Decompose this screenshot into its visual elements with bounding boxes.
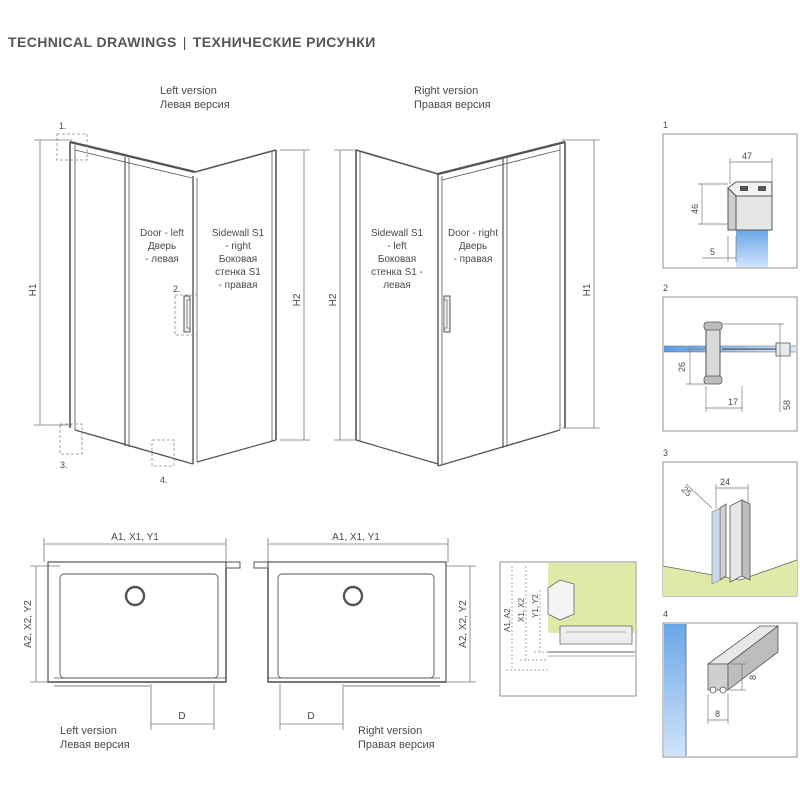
detail-3-dim-width: 24 xyxy=(720,477,730,487)
h2-label-left: H2 xyxy=(292,293,303,306)
detail-4-dim-width: 8 xyxy=(715,709,720,719)
right-version-title-en: Right version xyxy=(414,85,478,97)
header-title-en: TECHNICAL DRAWINGS xyxy=(8,34,177,50)
plan-left-version: A1, X1, Y1 A2, X2, Y2 D Left version Лев… xyxy=(23,532,241,751)
plan-left-width-label: A1, X1, Y1 xyxy=(111,532,159,543)
plan-left-title-en: Left version xyxy=(60,725,117,737)
sidewall-panel-right xyxy=(194,149,277,463)
callout-2: 2. xyxy=(173,284,181,294)
header-separator: | xyxy=(182,34,187,50)
plan-right-title-ru: Правая версия xyxy=(358,739,435,751)
door-left-label-1: Door - left xyxy=(140,228,184,239)
shower-tray-right xyxy=(253,561,447,687)
detail-1-dim-height: 46 xyxy=(690,204,700,214)
plan-right-title-en: Right version xyxy=(358,725,422,737)
detail-4-dim-height: 8 xyxy=(748,675,758,680)
detail-2-dim-a: 26 xyxy=(677,362,687,372)
plan-right-depth-label: A2, X2, Y2 xyxy=(458,600,469,648)
h1-label-right: H1 xyxy=(582,283,593,296)
callout-1: 1. xyxy=(59,121,67,131)
plan-left-title-ru: Левая версия xyxy=(60,739,130,751)
corner-label-y: Y1, Y2 xyxy=(531,594,540,618)
detail-4-number: 4 xyxy=(663,609,668,619)
header-title-ru: ТЕХНИЧЕСКИЕ РИСУНКИ xyxy=(192,34,376,50)
sidewall-left-label-3: Боковая xyxy=(378,254,416,265)
detail-2-dim-c: 58 xyxy=(782,400,792,410)
sidewall-left-label-1: Sidewall S1 xyxy=(371,228,424,239)
plan-right-width-label: A1, X1, Y1 xyxy=(332,532,380,543)
h2-label-right: H2 xyxy=(328,293,339,306)
h2-dimension-right xyxy=(334,149,358,441)
h1-dimension-left xyxy=(34,139,72,426)
plan-left-depth-dimension xyxy=(30,565,60,683)
sidewall-right-label-1: Sidewall S1 xyxy=(212,228,265,239)
sidewall-left-label-4: стенка S1 - xyxy=(371,267,423,278)
plan-right-door-label: D xyxy=(307,711,314,722)
plan-right-depth-dimension xyxy=(446,565,476,683)
door-panel-right xyxy=(437,140,566,467)
door-left-label-3: - левая xyxy=(145,254,179,265)
right-version-title-ru: Правая версия xyxy=(414,99,491,111)
sidewall-panel-left xyxy=(355,149,439,465)
detail-3-seal: 3 24 25 xyxy=(662,448,798,597)
right-version-elevation: Right version Правая версия H2 xyxy=(328,85,600,467)
left-version-title-en: Left version xyxy=(160,85,217,97)
callout-3: 3. xyxy=(60,460,68,470)
detail-1-dim-gap: 5 xyxy=(710,247,715,257)
left-version-elevation: Left version Левая версия H1 xyxy=(28,85,310,485)
h2-dimension-left xyxy=(280,149,310,441)
plan-right-door-dimension xyxy=(279,684,344,730)
h1-dimension-right xyxy=(562,139,600,429)
door-right-label-2: Дверь xyxy=(459,241,487,252)
door-right-label-3: - правая xyxy=(454,254,493,265)
sidewall-left-label-2: - left xyxy=(387,241,407,252)
sidewall-right-label-4: стенка S1 xyxy=(215,267,261,278)
detail-3-number: 3 xyxy=(663,448,668,458)
callout-boxes xyxy=(56,133,198,467)
door-left-label-2: Дверь xyxy=(148,241,176,252)
detail-1-number: 1 xyxy=(663,120,668,130)
h1-label-left: H1 xyxy=(28,283,39,296)
detail-4-bottom-seal: 4 8 8 xyxy=(662,609,798,758)
sidewall-right-label-2: - right xyxy=(225,241,251,252)
detail-1-dim-width: 47 xyxy=(742,151,752,161)
plan-right-width-dimension xyxy=(267,538,449,562)
plan-left-door-dimension xyxy=(150,684,215,730)
detail-2-number: 2 xyxy=(663,283,668,293)
page-header: TECHNICAL DRAWINGS | ТЕХНИЧЕСКИЕ РИСУНКИ xyxy=(8,34,376,50)
door-handle-left xyxy=(183,295,191,333)
plan-left-door-label: D xyxy=(178,711,185,722)
plan-left-depth-label: A2, X2, Y2 xyxy=(23,600,34,648)
door-right-label-1: Door - right xyxy=(448,228,498,239)
corner-detail: A1, A2 X1, X2 Y1, Y2 xyxy=(499,561,637,697)
left-version-title-ru: Левая версия xyxy=(160,99,230,111)
sidewall-right-label-5: - правая xyxy=(219,280,258,291)
shower-tray-left xyxy=(47,561,241,687)
corner-label-x: X1, X2 xyxy=(517,597,526,622)
callout-4: 4. xyxy=(160,475,168,485)
plan-right-version: A1, X1, Y1 A2, X2, Y2 D Right version Пр… xyxy=(253,532,476,751)
door-handle-right xyxy=(443,295,451,333)
sidewall-right-label-3: Боковая xyxy=(219,254,257,265)
door-panel-left xyxy=(69,140,198,465)
plan-left-width-dimension xyxy=(43,538,227,562)
detail-2-handle: 2 26 17 58 xyxy=(662,283,798,432)
detail-2-dim-b: 17 xyxy=(728,397,738,407)
corner-label-a: A1, A2 xyxy=(503,608,512,632)
detail-1-profile: 1 47 46 5 xyxy=(662,120,798,269)
sidewall-left-label-5: левая xyxy=(383,280,411,291)
